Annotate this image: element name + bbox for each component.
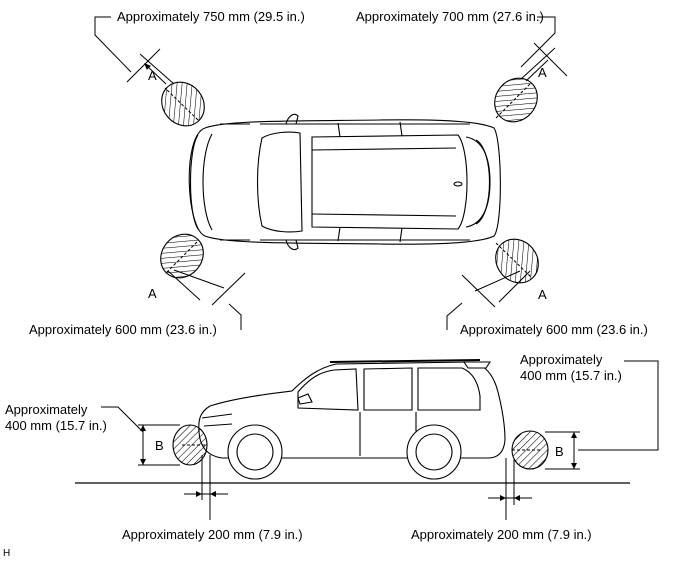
leader-lines-side bbox=[101, 360, 659, 451]
callout-rear-offset: Approximately 200 mm (7.9 in.) bbox=[411, 527, 592, 542]
callout-rear-height-line2: 400 mm (15.7 in.) bbox=[520, 368, 622, 383]
detection-area-front-side bbox=[172, 424, 208, 466]
callout-front-height-line1: Approximately bbox=[5, 402, 88, 417]
detection-area-front-right-top bbox=[494, 77, 538, 123]
figure-code: H bbox=[3, 548, 11, 559]
callout-front-height-line2: 400 mm (15.7 in.) bbox=[5, 418, 107, 433]
dimension-a-lines bbox=[126, 42, 568, 308]
callout-rear-right-top: Approximately 600 mm (23.6 in.) bbox=[460, 322, 648, 337]
callout-rear-height-line1: Approximately bbox=[520, 352, 603, 367]
callout-front-offset: Approximately 200 mm (7.9 in.) bbox=[122, 527, 303, 542]
dim-letter-a-rear-left: A bbox=[148, 286, 157, 301]
dim-letter-a-rear-right: A bbox=[538, 287, 547, 302]
dim-letter-b-front: B bbox=[155, 438, 164, 453]
dim-letter-b-rear: B bbox=[555, 444, 564, 459]
callout-front-left-top: Approximately 750 mm (29.5 in.) bbox=[117, 9, 305, 24]
dimension-b-lines bbox=[138, 424, 580, 470]
callout-front-right-top: Approximately 700 mm (27.6 in.) bbox=[356, 9, 544, 24]
detection-area-rear-left-top bbox=[160, 233, 204, 279]
detection-area-rear-right-top bbox=[495, 238, 539, 284]
side-view-wheels bbox=[227, 424, 462, 480]
top-view-vehicle bbox=[188, 113, 501, 251]
dim-letter-a-front-right: A bbox=[538, 65, 547, 80]
detection-area-front-left-top bbox=[161, 81, 205, 127]
offset-dimension-lines bbox=[184, 455, 532, 520]
detection-area-rear-side bbox=[511, 430, 549, 470]
callout-rear-left-top: Approximately 600 mm (23.6 in.) bbox=[29, 322, 217, 337]
leader-lines-top bbox=[94, 16, 556, 330]
dim-letter-a-front-left: A bbox=[148, 68, 157, 83]
